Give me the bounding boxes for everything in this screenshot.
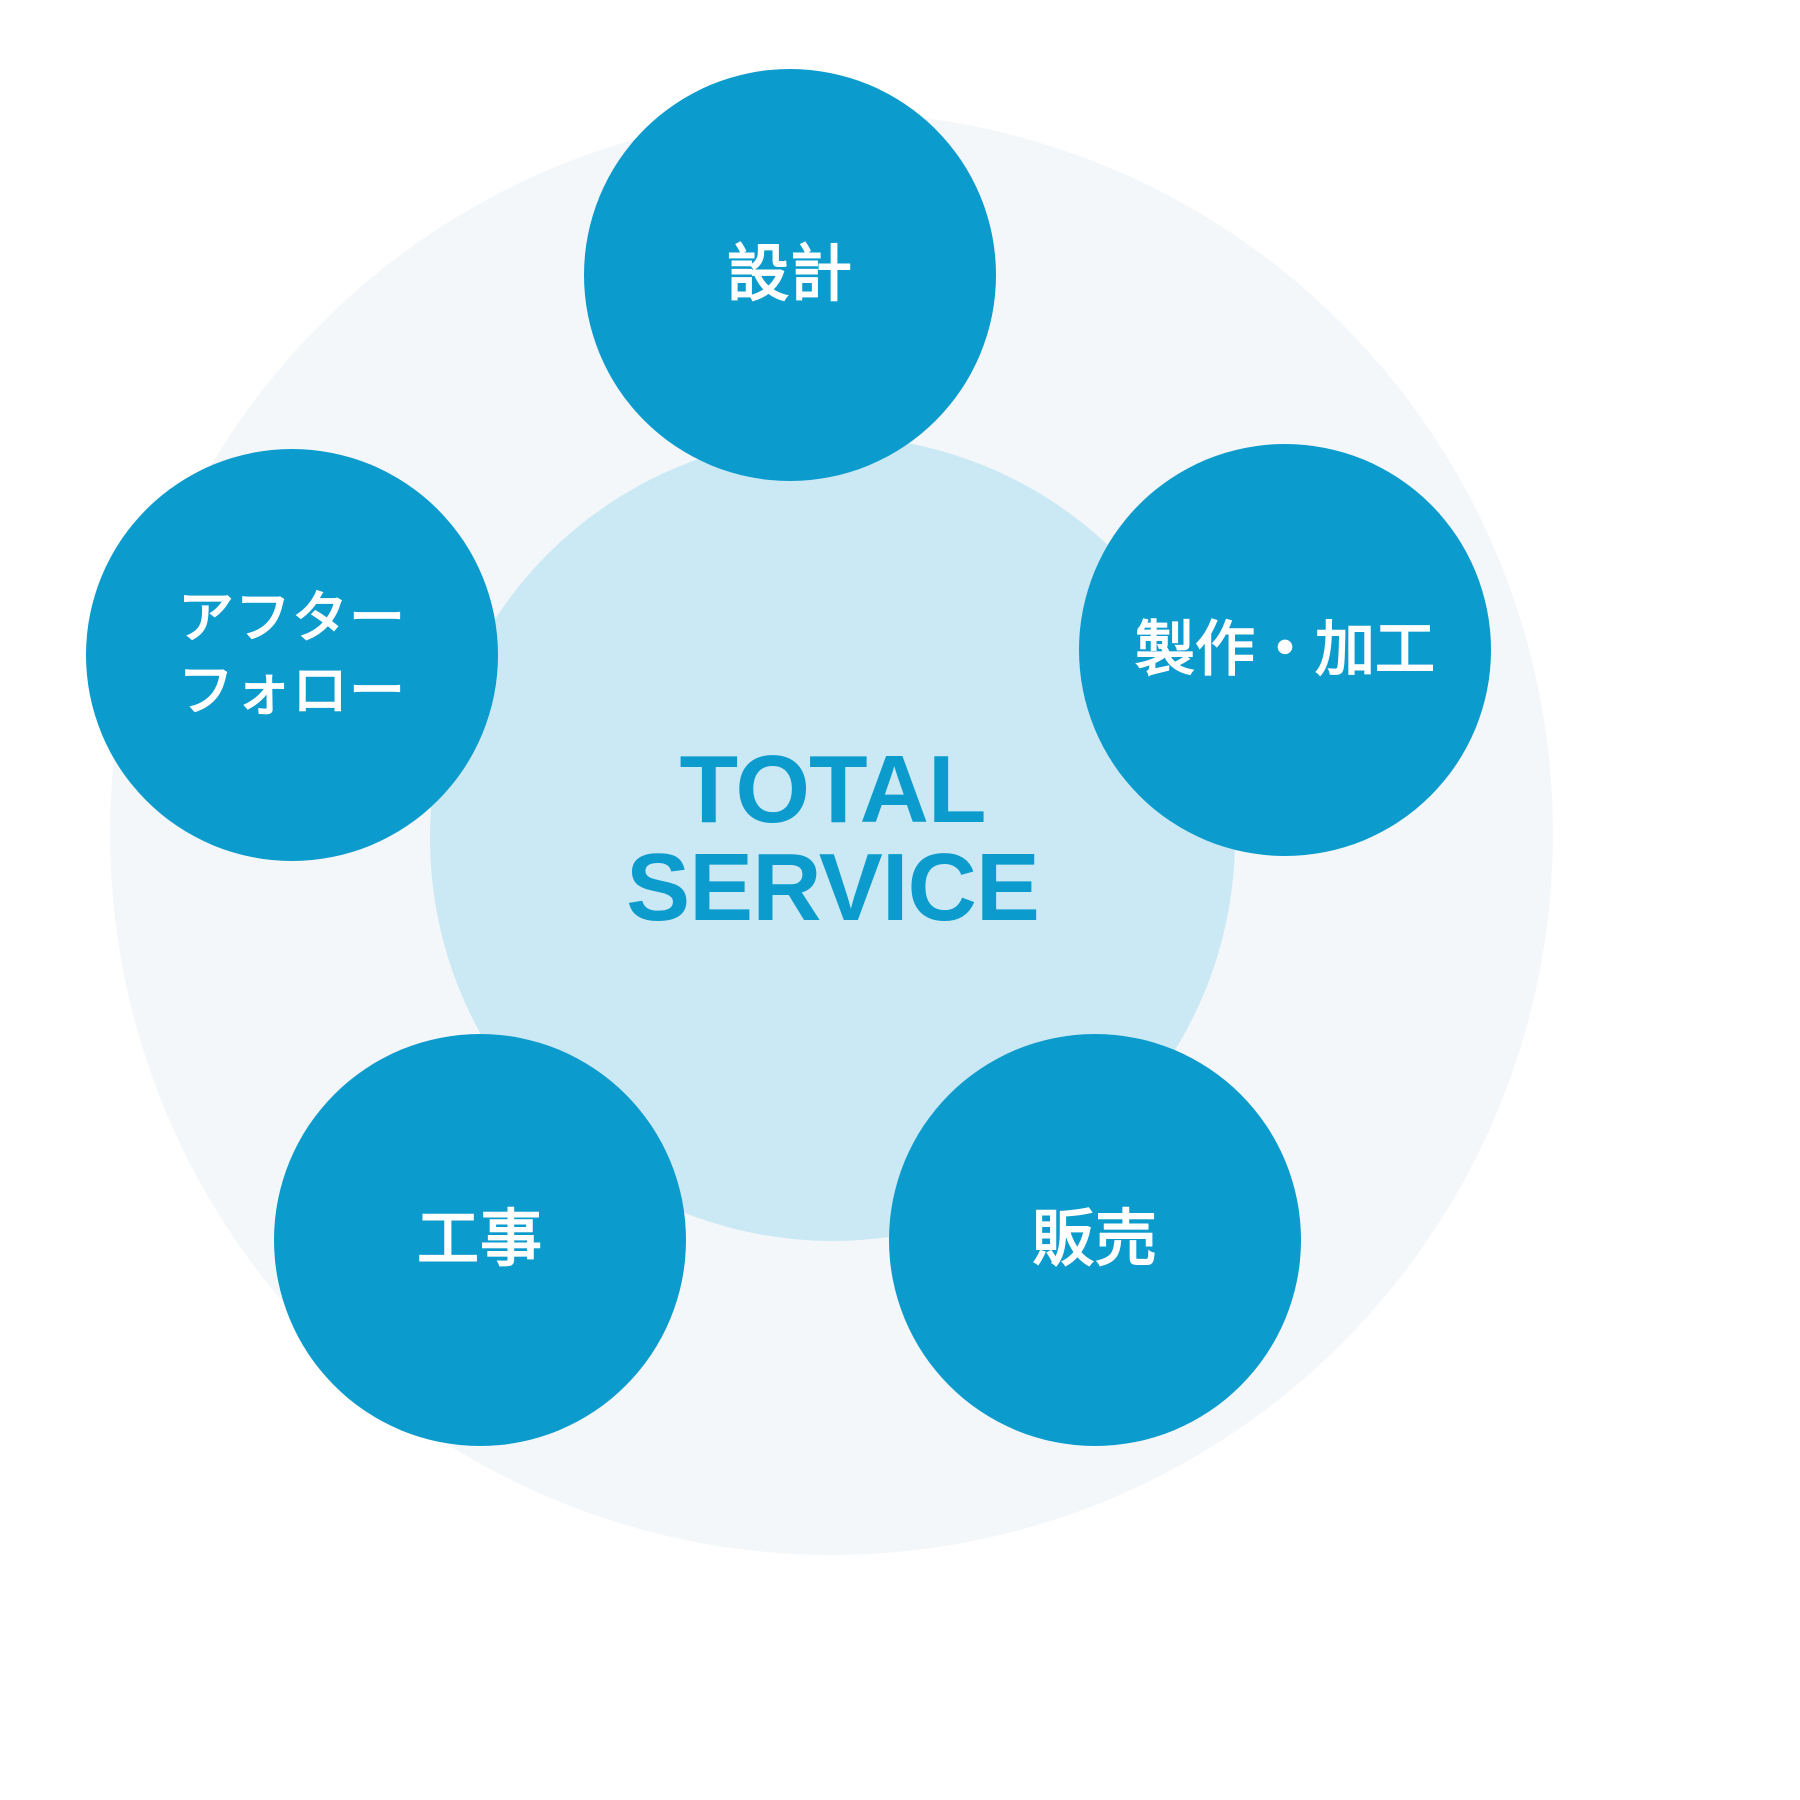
node-after-follow[interactable]: アフター フォロー [86,449,498,861]
node-after-follow-label: アフター フォロー [178,586,406,722]
node-sales[interactable]: 販売 [889,1034,1301,1446]
node-design[interactable]: 設計 [584,69,996,481]
node-manufacturing[interactable]: 製作・加工 [1079,444,1491,856]
node-construction[interactable]: 工事 [274,1034,686,1446]
node-construction-label: 工事 [416,1205,543,1275]
node-sales-label: 販売 [1031,1205,1158,1275]
node-design-label: 設計 [726,240,853,310]
node-manufacturing-label: 製作・加工 [1135,615,1435,683]
